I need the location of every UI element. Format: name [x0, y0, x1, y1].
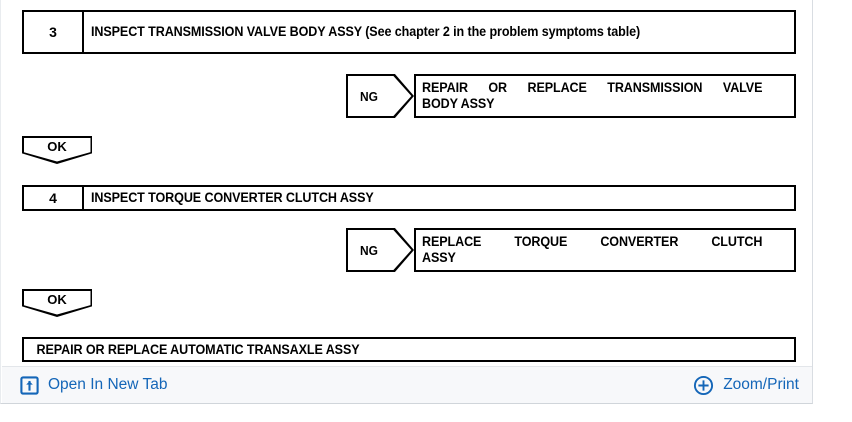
ng-result-box-4: REPLACE TORQUE CONVERTER CLUTCH ASSY	[414, 228, 796, 272]
zoom-print-button[interactable]: Zoom/Print	[693, 375, 799, 396]
final-outcome-text: REPAIR OR REPLACE AUTOMATIC TRANSAXLE AS…	[36, 341, 360, 357]
ng-result-text-4: REPLACE TORQUE CONVERTER CLUTCH ASSY	[422, 234, 762, 266]
step-number-3: 3	[49, 24, 57, 40]
flowchart-canvas: 3 INSPECT TRANSMISSION VALVE BODY ASSY (…	[1, 0, 812, 366]
final-outcome-box: REPAIR OR REPLACE AUTOMATIC TRANSAXLE AS…	[22, 337, 796, 362]
step-number-cell-4: 4	[24, 187, 84, 209]
step-title-cell-4: INSPECT TORQUE CONVERTER CLUTCH ASSY	[84, 187, 794, 209]
ng-result-box-3: REPAIR OR REPLACE TRANSMISSION VALVE BOD…	[414, 74, 796, 118]
ng-label-4: NG	[359, 242, 378, 258]
ng-result-line-4-1: REPLACE TORQUE CONVERTER CLUTCH	[422, 234, 763, 249]
ng-connector-3: NG	[346, 74, 414, 118]
ng-result-line-4-2: ASSY	[422, 250, 456, 265]
step-number-4: 4	[49, 190, 57, 206]
ok-connector-4: OK	[22, 289, 92, 317]
ng-connector-inner-4: NG	[348, 230, 412, 270]
step-box-3: 3 INSPECT TRANSMISSION VALVE BODY ASSY (…	[22, 10, 796, 54]
ng-connector-inner-3: NG	[348, 76, 412, 116]
right-gutter	[813, 0, 852, 404]
external-link-icon	[20, 375, 39, 395]
ok-label-3: OK	[47, 139, 67, 154]
ng-connector-4: NG	[346, 228, 414, 272]
ok-connector-3: OK	[22, 136, 92, 164]
ng-result-line-3-2: BODY ASSY	[422, 96, 495, 111]
ng-result-text-3: REPAIR OR REPLACE TRANSMISSION VALVE BOD…	[422, 80, 762, 112]
document-pane: 3 INSPECT TRANSMISSION VALVE BODY ASSY (…	[0, 0, 813, 404]
open-in-new-tab-label: Open In New Tab	[48, 376, 168, 393]
plus-circle-icon	[693, 375, 714, 396]
ok-label-4: OK	[47, 292, 67, 307]
ng-label-3: NG	[359, 88, 378, 104]
zoom-print-label: Zoom/Print	[723, 376, 799, 393]
step-title-text-3: INSPECT TRANSMISSION VALVE BODY ASSY (Se…	[91, 24, 641, 39]
open-in-new-tab-button[interactable]: Open In New Tab	[20, 375, 168, 395]
step-title-text-4: INSPECT TORQUE CONVERTER CLUTCH ASSY	[91, 190, 374, 205]
ng-result-line-3-1: REPAIR OR REPLACE TRANSMISSION VALVE	[422, 80, 763, 95]
step-box-4: 4 INSPECT TORQUE CONVERTER CLUTCH ASSY	[22, 185, 796, 211]
action-toolbar: Open In New Tab Zoom/Print	[2, 366, 812, 403]
step-number-cell-3: 3	[24, 12, 84, 52]
step-title-cell-3: INSPECT TRANSMISSION VALVE BODY ASSY (Se…	[84, 12, 794, 52]
